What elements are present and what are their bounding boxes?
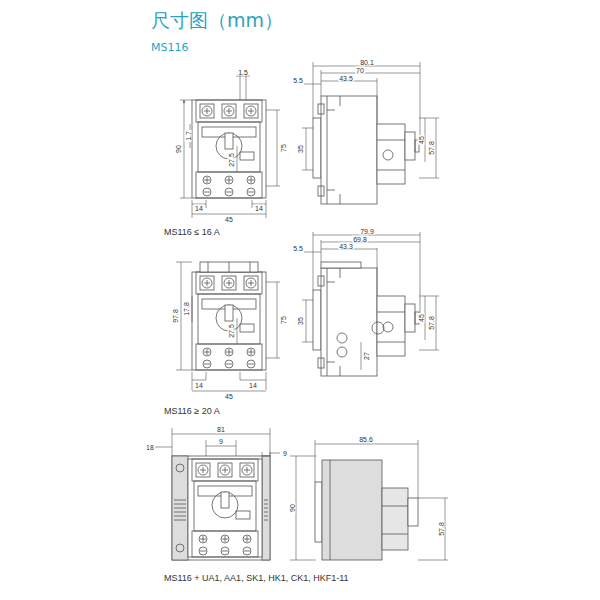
dimension-value: 27.5 bbox=[228, 152, 235, 168]
dimension-value: 70 bbox=[355, 67, 365, 74]
dimension-value: 75 bbox=[280, 315, 287, 325]
dimension-value: 35 bbox=[297, 316, 304, 326]
dimension-value: 90 bbox=[289, 503, 296, 513]
dimension-value: 5.5 bbox=[292, 77, 304, 84]
dimension-value: 27 bbox=[363, 351, 370, 361]
view-caption: MS116 + UA1, AA1, SK1, HK1, CK1, HKF1-11 bbox=[163, 574, 350, 583]
model-subtitle: MS116 bbox=[150, 42, 189, 53]
dimension-value: 75 bbox=[280, 143, 287, 153]
dimension-value: 14 bbox=[194, 382, 204, 389]
dimension-value: 5.5 bbox=[292, 245, 304, 252]
drawing-title: 尺寸图（mm） bbox=[150, 11, 284, 30]
dimension-value: 81 bbox=[216, 426, 226, 433]
dimension-value: 45 bbox=[418, 313, 425, 323]
dimension-value: 9 bbox=[282, 450, 288, 457]
view-caption: MS116 ≥ 20 A bbox=[163, 407, 221, 416]
dimension-value: 45 bbox=[224, 393, 234, 400]
dimension-value: 85.6 bbox=[358, 436, 374, 443]
dimension-value: 45 bbox=[418, 135, 425, 145]
dimension-value: 69.8 bbox=[352, 236, 368, 243]
dimension-value: 14 bbox=[248, 382, 258, 389]
dimension-value: 80.1 bbox=[359, 59, 375, 66]
dimension-value: 45 bbox=[224, 216, 234, 223]
view-caption: MS116 ≤ 16 A bbox=[163, 228, 221, 237]
dimension-value: 90 bbox=[175, 144, 182, 154]
dimension-value: 97.8 bbox=[172, 308, 179, 324]
dimension-value: 57.8 bbox=[428, 140, 435, 156]
dimension-value: 9 bbox=[218, 438, 224, 445]
dimension-value: 57.8 bbox=[438, 521, 445, 537]
dimension-value: 14 bbox=[254, 205, 264, 212]
dimension-value: 57.8 bbox=[428, 315, 435, 331]
dimension-value: 17.8 bbox=[183, 301, 190, 317]
dimension-value: 14 bbox=[194, 205, 204, 212]
dimension-value: 79.9 bbox=[359, 228, 375, 235]
dimension-value: 43.3 bbox=[338, 243, 354, 250]
dimension-value: 18 bbox=[145, 444, 155, 451]
dimension-value: 27.5 bbox=[228, 323, 235, 339]
dimension-value: 35 bbox=[297, 144, 304, 154]
dimension-value: 1.7 bbox=[185, 130, 192, 142]
dimension-value: 1.5 bbox=[237, 69, 249, 76]
dimension-value: 43.5 bbox=[338, 75, 354, 82]
